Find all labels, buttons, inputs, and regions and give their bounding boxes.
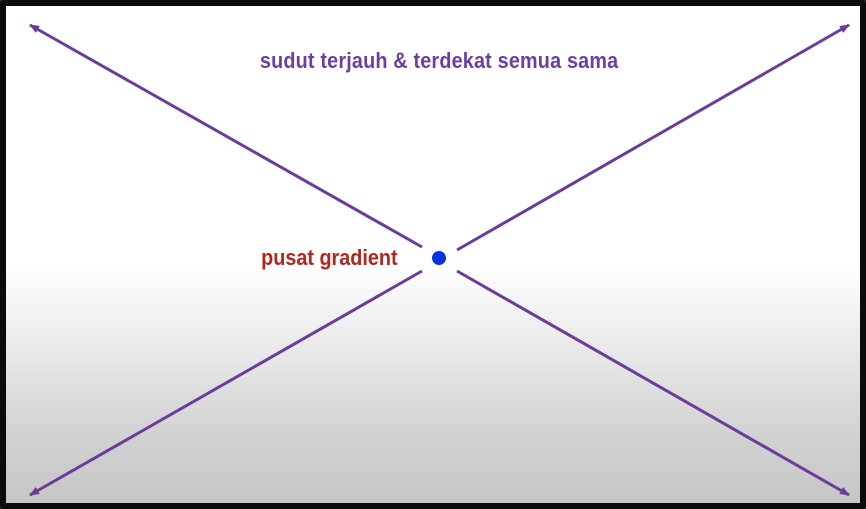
arrow-to-top-left-corner [29,23,423,249]
gradient-center-dot-icon [432,251,446,265]
arrow-to-top-right-corner [456,23,850,252]
arrow-to-bottom-right-corner [456,269,850,497]
gradient-center-label: pusat gradient [261,245,398,270]
arrow-to-bottom-left-corner [29,269,423,497]
diagram-title: sudut terjauh & terdekat semua sama [259,48,619,73]
diagram-canvas [29,23,850,497]
